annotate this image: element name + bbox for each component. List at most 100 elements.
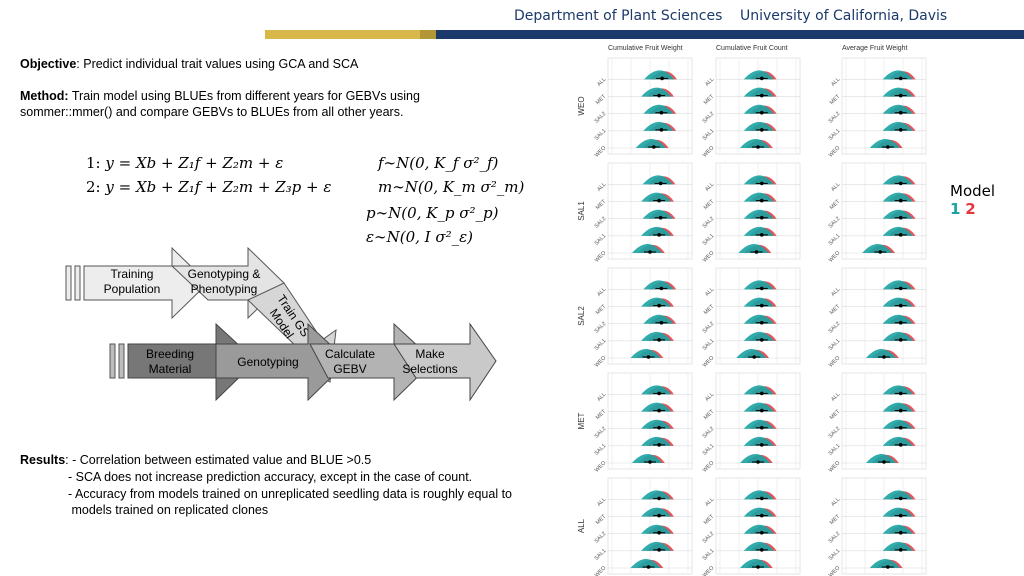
median-point	[659, 320, 664, 325]
arrow-breeding-material	[127, 322, 257, 402]
median-point	[657, 530, 661, 535]
category-label: WEO	[594, 355, 608, 369]
category-label: MET	[829, 408, 842, 421]
category-label: ALL	[830, 77, 841, 88]
density-model-1	[632, 454, 662, 463]
median-point	[658, 181, 663, 186]
density-model-1	[643, 104, 674, 114]
median-point	[898, 408, 903, 413]
median-point	[760, 548, 764, 552]
lower-stack-bar-2	[118, 343, 125, 379]
median-point	[657, 338, 661, 342]
density-model-1	[641, 507, 672, 517]
category-label: SAL2	[702, 216, 716, 230]
arrow-make-selections	[393, 322, 497, 402]
density-model-1	[743, 402, 774, 412]
median-point	[657, 408, 661, 413]
median-point	[760, 338, 764, 342]
density-model-1	[882, 280, 913, 290]
category-label: SAL2	[702, 531, 716, 545]
category-label: WEO	[702, 145, 716, 159]
density-model-1	[743, 192, 774, 202]
method-label: Method:	[20, 89, 69, 103]
university-name: University of California, Davis	[740, 8, 948, 24]
density-model-1	[862, 244, 893, 253]
median-point	[660, 76, 664, 81]
median-point	[898, 391, 903, 396]
density-model-1	[869, 559, 900, 568]
median-point	[659, 128, 664, 132]
density-model-1	[882, 419, 913, 429]
median-point	[657, 93, 661, 98]
median-point	[657, 443, 661, 447]
method-body: Train model using BLUEs from different y…	[68, 89, 420, 103]
density-model-1	[743, 175, 774, 185]
category-label: SAL1	[828, 443, 842, 457]
density-model-1	[641, 331, 672, 341]
category-label: SAL2	[828, 531, 842, 545]
median-point	[760, 303, 764, 308]
category-label: WEO	[828, 250, 842, 264]
median-point	[756, 145, 760, 149]
median-point	[652, 145, 656, 149]
median-point	[646, 565, 651, 569]
label-population: Population	[104, 282, 161, 296]
variance-m: m∼N(0, K_m σ²_m)	[378, 178, 525, 196]
results-line-4: models trained on replicated clones	[68, 503, 269, 517]
density-model-1	[882, 297, 913, 307]
category-label: MET	[595, 513, 608, 526]
category-label: SAL1	[594, 548, 608, 562]
density-model-1	[882, 226, 913, 236]
median-point	[898, 548, 903, 552]
median-point	[760, 110, 764, 115]
median-point	[898, 425, 903, 430]
density-model-1	[743, 297, 774, 307]
category-label: SAL2	[828, 426, 842, 440]
category-label: SAL1	[594, 338, 608, 352]
median-point	[760, 128, 764, 132]
median-point	[760, 443, 764, 447]
category-label: SAL1	[828, 128, 842, 142]
median-point	[886, 565, 890, 569]
category-label: SAL1	[702, 548, 716, 562]
category-label: MET	[595, 408, 608, 421]
density-model-1	[882, 507, 913, 517]
category-label: ALL	[704, 287, 715, 298]
model-legend-title: Model	[950, 182, 996, 200]
density-model-1	[641, 192, 672, 202]
label-training: Training	[111, 267, 154, 281]
category-label: ALL	[704, 497, 715, 508]
density-model-1	[641, 419, 672, 429]
category-label: ALL	[830, 287, 841, 298]
median-point	[657, 391, 661, 396]
category-label: WEO	[828, 145, 842, 159]
model-legend: Model 1 2	[950, 182, 995, 218]
density-model-1	[743, 385, 774, 395]
category-label: MET	[595, 198, 608, 211]
median-point	[760, 408, 764, 413]
median-point	[898, 320, 903, 325]
density-model-1	[882, 385, 913, 395]
upper-stack-bar-2	[74, 265, 81, 301]
category-label: WEO	[702, 565, 716, 576]
density-model-1	[882, 121, 913, 131]
category-label: ALL	[704, 182, 715, 193]
category-label: SAL1	[828, 548, 842, 562]
category-label: ALL	[704, 77, 715, 88]
density-model-1	[743, 314, 774, 324]
median-point	[760, 233, 764, 237]
median-point	[882, 460, 886, 464]
density-model-1	[743, 524, 774, 534]
median-point	[898, 198, 903, 203]
category-label: WEO	[594, 250, 608, 264]
median-point	[882, 355, 886, 359]
density-model-1	[641, 541, 672, 551]
category-label: MET	[829, 198, 842, 211]
category-label: ALL	[830, 497, 841, 508]
variance-f: f∼N(0, K_f σ²_f)	[378, 154, 499, 172]
median-point	[760, 286, 764, 291]
equation-2: 2: y = Xb + Z₁f + Z₂m + Z₃p + ε	[86, 178, 331, 196]
median-point	[898, 496, 903, 501]
median-point	[657, 496, 661, 501]
median-point	[886, 145, 890, 149]
